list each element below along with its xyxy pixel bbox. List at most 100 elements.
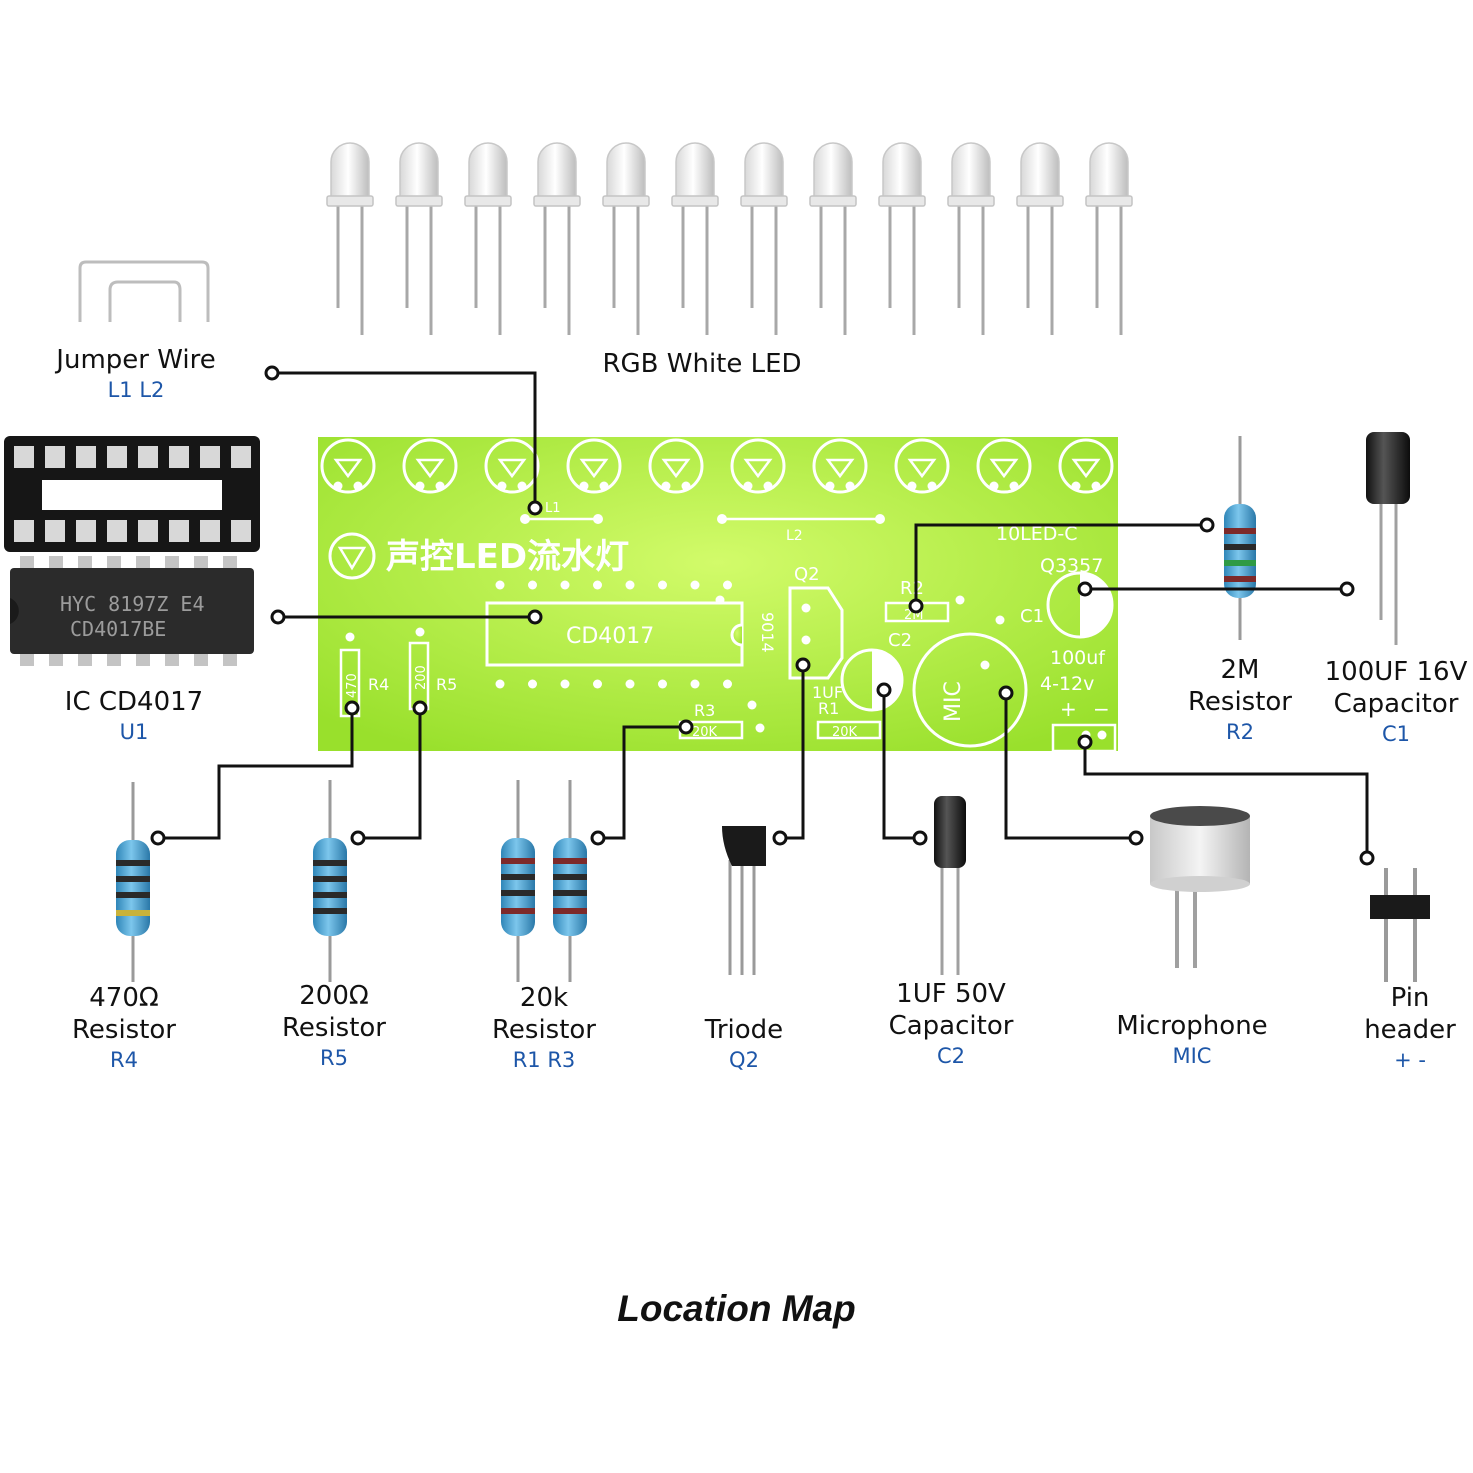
silk-c2: C2: [888, 630, 912, 651]
label-name-2: Resistor: [72, 1015, 176, 1045]
r2-resistor-image: [1224, 436, 1256, 640]
led-icon: [809, 142, 857, 335]
led-icon: [395, 142, 443, 335]
led-row: [326, 142, 1133, 335]
silk-r4-value: 470: [345, 673, 360, 698]
label-ref: R1 R3: [512, 1048, 576, 1072]
c2-capacitor-image: [934, 796, 966, 975]
label-c2: 1UF 50V Capacitor C2: [866, 978, 1036, 1070]
label-jumper-wire: Jumper Wire L1 L2: [36, 344, 236, 404]
label-q2: Triode Q2: [664, 1014, 824, 1074]
label-ref: R4: [110, 1048, 138, 1072]
label-name-1: 1UF 50V: [896, 979, 1006, 1009]
silk-r5: R5: [436, 675, 457, 694]
label-name-1: 470Ω: [89, 983, 159, 1013]
silk-q3357: Q3357: [1040, 555, 1103, 577]
ic-chip-image: HYC 8197Z E4 CD4017BE: [10, 556, 254, 666]
silk-volt: 4-12v: [1040, 673, 1094, 695]
label-ref: C2: [936, 1044, 966, 1068]
silk-mic: MIC: [941, 681, 966, 722]
led-icon: [947, 142, 995, 335]
label-name-2: Capacitor: [1333, 689, 1459, 719]
chip-part-text: CD4017BE: [70, 617, 166, 641]
label-name-2: Resistor: [282, 1013, 386, 1043]
label-name: Jumper Wire: [56, 345, 216, 375]
r3-resistor-image: [553, 780, 587, 982]
label-name-2: header: [1364, 1015, 1456, 1045]
ic-socket-image: [4, 436, 260, 552]
led-icon: [740, 142, 788, 335]
label-ic: IC CD4017 U1: [34, 686, 234, 746]
label-ref: R5: [320, 1046, 348, 1070]
label-ref: L1 L2: [107, 378, 165, 402]
silk-r5-value: 200: [414, 665, 429, 690]
microphone-image: [1150, 806, 1250, 968]
silk-q2: Q2: [794, 564, 820, 585]
pcb-title-text: 声控LED流水灯: [386, 537, 629, 577]
pin-header-image: [1370, 868, 1430, 982]
connector-lines: [158, 371, 1369, 858]
label-r4: 470Ω Resistor R4: [44, 982, 204, 1074]
label-r2: 2M Resistor R2: [1160, 654, 1320, 746]
silk-r3: R3: [694, 701, 715, 720]
label-c1: 100UF 16V Capacitor C1: [1306, 656, 1473, 748]
led-icon: [1085, 142, 1133, 335]
connector-dots: [150, 365, 1375, 866]
label-name-1: Pin: [1390, 983, 1430, 1013]
pcb-ic-label: CD4017: [566, 624, 654, 649]
label-ref: R2: [1226, 720, 1254, 744]
silk-c1: C1: [1020, 606, 1044, 627]
r5-resistor-image: [313, 780, 347, 982]
led-icon: [878, 142, 926, 335]
silk-l1: L1: [545, 501, 561, 516]
r4-resistor-image: [116, 782, 150, 982]
led-icon: [671, 142, 719, 335]
led-icon: [1016, 142, 1064, 335]
label-ref: U1: [119, 720, 149, 744]
silk-r1-value: 20K: [832, 725, 858, 740]
silk-minus: −: [1093, 697, 1110, 721]
chip-brand-text: HYC 8197Z E4: [60, 592, 205, 616]
silk-plus: +: [1060, 697, 1077, 721]
label-ref: MIC: [1172, 1044, 1212, 1068]
label-name-2: Resistor: [1188, 687, 1292, 717]
label-name: Microphone: [1116, 1011, 1268, 1041]
label-name: RGB White LED: [602, 349, 802, 379]
q2-transistor-image: [722, 826, 766, 975]
label-ref: Q2: [729, 1048, 759, 1072]
led-icon: [602, 142, 650, 335]
c1-capacitor-image: [1366, 432, 1410, 645]
silk-r2: R2: [900, 578, 924, 599]
label-name-1: 20k: [519, 983, 569, 1013]
label-name-1: 2M: [1220, 655, 1260, 685]
pcb-code-text: 10LED-C: [996, 523, 1078, 545]
jumper-wire-image: [78, 260, 210, 322]
led-icon: [533, 142, 581, 335]
led-icon: [326, 142, 374, 335]
silk-c2-value: 1UF: [812, 683, 843, 702]
label-mic: Microphone MIC: [1106, 1010, 1278, 1070]
label-pin-header: Pin header + -: [1340, 982, 1473, 1074]
silk-r1: R1: [818, 699, 839, 718]
label-rgb-led: RGB White LED: [562, 348, 842, 380]
led-icon: [464, 142, 512, 335]
label-ref: + -: [1394, 1048, 1426, 1072]
label-name-1: 200Ω: [299, 981, 369, 1011]
label-name-1: 100UF 16V: [1324, 657, 1468, 687]
label-ref: C1: [1381, 722, 1411, 746]
silk-100uf: 100uf: [1050, 647, 1106, 669]
silk-l2: L2: [786, 528, 803, 544]
label-name: IC CD4017: [64, 687, 204, 717]
label-name: Triode: [704, 1015, 784, 1045]
label-r5: 200Ω Resistor R5: [254, 980, 414, 1072]
r1-resistor-image: [501, 780, 535, 982]
silk-r3-value: 20K: [692, 725, 718, 740]
label-r1-r3: 20k Resistor R1 R3: [464, 982, 624, 1074]
pcb-board: 声控LED流水灯 10LED-C CD4017 L1 L2 Q2 R2 2M C…: [318, 437, 1118, 753]
label-name-2: Resistor: [492, 1015, 596, 1045]
page-title: Location Map: [617, 1288, 856, 1329]
label-name-2: Capacitor: [888, 1011, 1014, 1041]
silk-r4: R4: [368, 675, 389, 694]
silk-q-code: 9014: [758, 612, 777, 653]
